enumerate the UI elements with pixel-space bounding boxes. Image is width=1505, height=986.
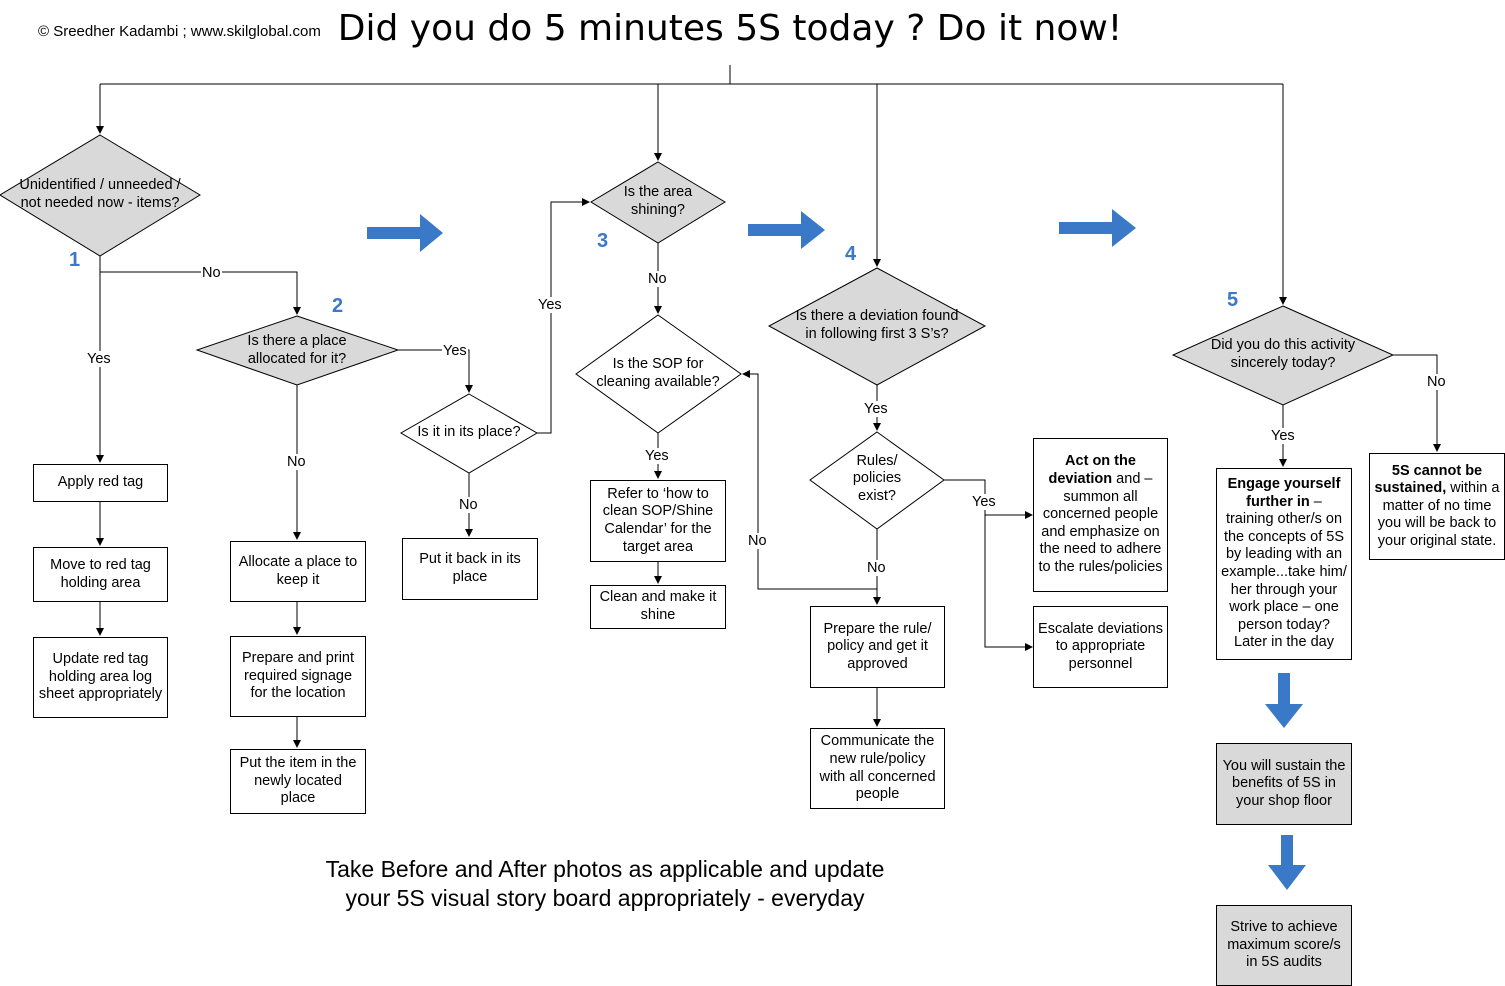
act-bold-text: Act on the deviation [1048,453,1136,488]
engage-bold-text: Engage yourself further in [1227,476,1341,510]
box-apply-red-tag: Apply red tag [33,464,168,502]
label-yes: Yes [971,494,997,510]
right-arrow-icon [1059,209,1136,247]
label-yes: Yes [644,448,670,464]
label-no: No [458,497,479,513]
box-move-red-tag: Move to red tag holding area [33,547,168,602]
blue-arrows [367,209,1306,890]
down-arrow-icon [1265,673,1303,728]
decision-place-allocated: Is there a place allocated for it? [247,333,347,367]
label-yes: Yes [442,343,468,359]
box-clean-shine: Clean and make it shine [590,585,726,629]
box-cannot-sustain: 5S cannot be sustained, within a matter … [1369,453,1505,560]
decision-done-sincerely: Did you do this activity sincerely today… [1210,337,1356,371]
footer-line-2: your 5S visual story board appropriately… [345,885,865,911]
step-number-4: 4 [845,243,857,265]
box-allocate-place: Allocate a place to keep it [230,541,366,602]
down-arrow-icon [1268,835,1306,890]
label-yes: Yes [1270,428,1296,444]
box-print-signage: Prepare and print required signage for t… [230,636,366,717]
decision-deviation-found: Is there a deviation found in following … [795,308,959,342]
box-prepare-rule: Prepare the rule/ policy and get it appr… [810,606,945,688]
footer-note: Take Before and After photos as applicab… [290,855,920,913]
label-yes: Yes [537,297,563,313]
label-no: No [201,265,222,281]
decision-in-its-place: Is it in its place? [417,424,521,441]
label-no: No [866,560,887,576]
label-no: No [747,533,768,549]
box-engage-yourself: Engage yourself further in – training ot… [1216,468,1352,660]
decision-unneeded-items: Unidentified / unneeded / not needed now… [19,177,181,211]
step-number-3: 3 [597,230,609,252]
box-communicate-rule: Communicate the new rule/policy with all… [810,728,945,809]
copyright-text: © Sreedher Kadambi ; www.skilglobal.com [38,23,321,40]
box-strive-score: Strive to achieve maximum score/s in 5S … [1216,905,1352,986]
right-arrow-icon [748,211,825,249]
box-refer-sop: Refer to ‘how to clean SOP/Shine Calenda… [590,480,726,562]
footer-line-1: Take Before and After photos as applicab… [325,856,885,882]
step-number-5: 5 [1227,289,1239,311]
right-arrow-icon [367,214,443,252]
step-number-2: 2 [332,295,344,317]
decision-area-shining: Is the area shining? [623,184,693,218]
box-update-log: Update red tag holding area log sheet ap… [33,637,168,718]
box-put-item: Put the item in the newly located place [230,749,366,814]
cannot-bold-text: 5S cannot be sustained, [1374,462,1483,497]
box-escalate: Escalate deviations to appropriate perso… [1033,606,1168,688]
label-yes: Yes [863,401,889,417]
cannot-rest-text: within a matter of no time you will be b… [1377,480,1500,549]
box-put-back: Put it back in its place [402,538,538,600]
decision-shapes [0,134,1395,530]
decision-rules-exist: Rules/ policies exist? [852,452,902,504]
label-yes: Yes [86,351,112,367]
step-number-1: 1 [69,249,81,271]
label-no: No [1426,374,1447,390]
box-act-on-deviation: Act on the deviation and – summon all co… [1033,438,1168,592]
label-no: No [286,454,307,470]
decision-sop-available: Is the SOP for cleaning available? [596,356,720,390]
engage-rest-text: – training other/s on the concepts of 5S… [1221,493,1347,651]
act-rest-text: and – summon all concerned people and em… [1038,471,1163,575]
label-no: No [647,271,668,287]
box-sustain-benefits: You will sustain the benefits of 5S in y… [1216,743,1352,825]
page-title: Did you do 5 minutes 5S today ? Do it no… [337,8,1123,49]
